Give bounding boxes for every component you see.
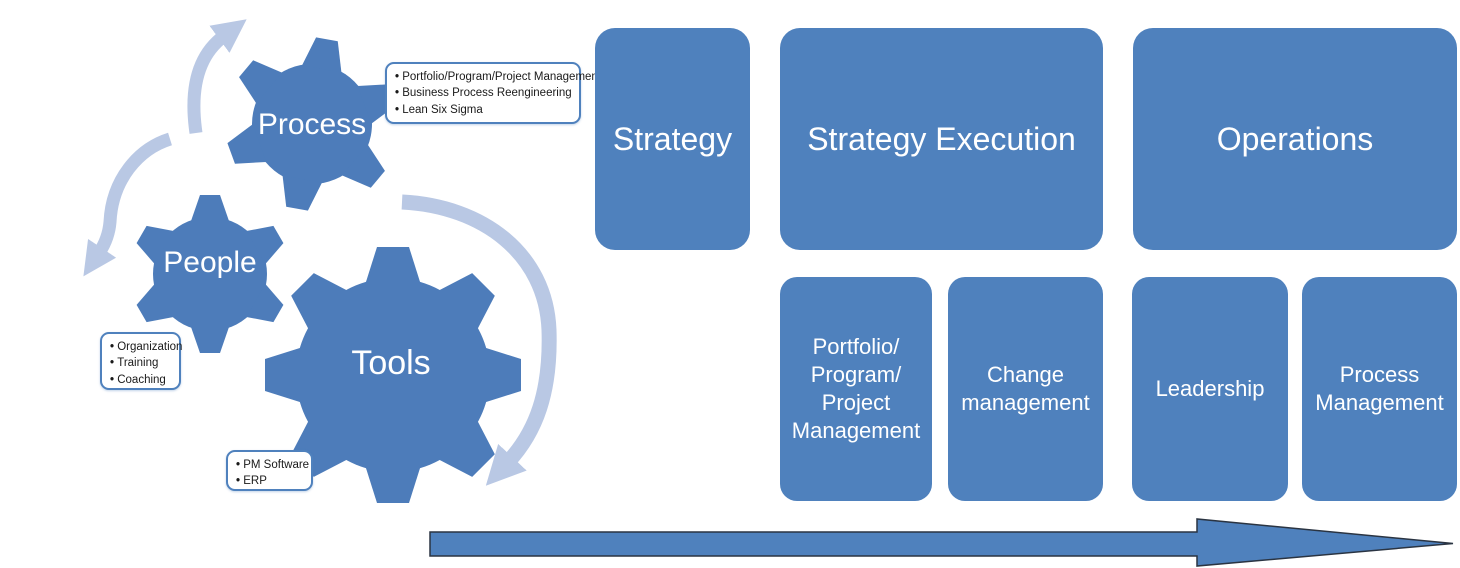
- people-gear: [132, 195, 288, 353]
- phase-box-operations: Operations: [1133, 28, 1457, 250]
- people-callout-list: OrganizationTrainingCoaching: [110, 339, 182, 388]
- callout-bullet: PM Software: [236, 457, 309, 473]
- curved-arrow-down-left-icon: [83, 132, 173, 277]
- phase-label: Operations: [1216, 120, 1374, 157]
- callout-bullet: Lean Six Sigma: [395, 102, 571, 118]
- curved-arrow-up-icon: [187, 19, 247, 134]
- curved-arrow-around-tools-icon: [401, 194, 557, 486]
- process-gear-label: Process: [258, 108, 366, 141]
- people-callout: OrganizationTrainingCoaching: [100, 332, 182, 390]
- capability-label: Portfolio/ Program/ Project Management: [791, 333, 921, 444]
- phase-label: Strategy Execution: [807, 120, 1076, 157]
- capability-box-process-management: Process Management: [1302, 277, 1457, 501]
- capability-box-change-management: Change management: [948, 277, 1103, 501]
- capability-label: Process Management: [1315, 361, 1444, 415]
- callout-bullet: ERP: [236, 473, 303, 489]
- phase-box-strategy: Strategy: [595, 28, 750, 250]
- callout-bullet: Training: [110, 355, 171, 371]
- capability-box-portfolio-program-project-management: Portfolio/ Program/ Project Management: [780, 277, 932, 501]
- capability-label: Change management: [961, 361, 1090, 415]
- process-callout-list: Portfolio/Program/Project ManagementBusi…: [395, 69, 601, 118]
- process-gear: [224, 35, 400, 213]
- callout-bullet: Portfolio/Program/Project Management: [395, 69, 601, 85]
- process-callout: Portfolio/Program/Project ManagementBusi…: [385, 62, 601, 124]
- tools-gear: [265, 247, 521, 503]
- tools-callout-list: PM SoftwareERP: [236, 457, 309, 490]
- phase-box-strategy-execution: Strategy Execution: [780, 28, 1103, 250]
- tools-gear-label: Tools: [351, 344, 430, 382]
- callout-bullet: Coaching: [110, 372, 171, 388]
- callout-bullet: Organization: [110, 339, 182, 355]
- tools-callout: PM SoftwareERP: [226, 450, 313, 491]
- capability-label: Leadership: [1155, 375, 1265, 401]
- people-gear-label: People: [163, 246, 256, 279]
- callout-bullet: Business Process Reengineering: [395, 85, 571, 101]
- phase-label: Strategy: [612, 120, 733, 157]
- capability-box-leadership: Leadership: [1132, 277, 1288, 501]
- gears-artwork: Process People Tools: [83, 19, 557, 503]
- timeline-arrow-icon: [429, 518, 1454, 567]
